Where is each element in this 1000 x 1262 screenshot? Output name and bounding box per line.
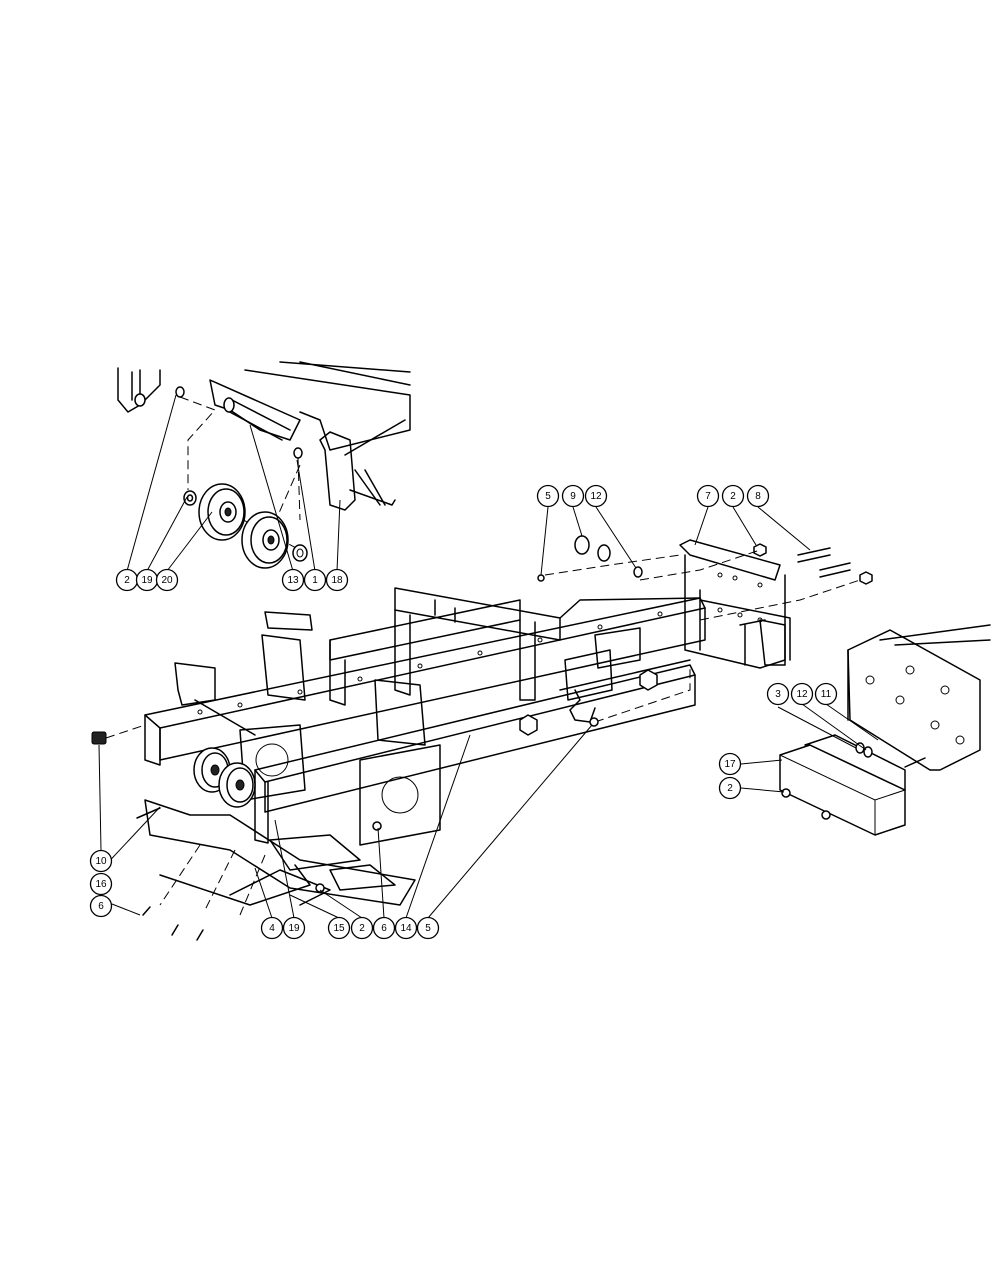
callout-6b: 6 bbox=[372, 916, 396, 940]
callout-2d: 2 bbox=[350, 916, 374, 940]
callout-number: 14 bbox=[400, 923, 412, 934]
callout-19b: 19 bbox=[282, 916, 306, 940]
callout-number: 10 bbox=[95, 856, 107, 867]
callout-number: 8 bbox=[755, 491, 761, 502]
callout-number: 3 bbox=[775, 689, 781, 700]
callout-12a: 12 bbox=[584, 484, 608, 508]
callout-circle bbox=[325, 568, 349, 592]
callout-number: 17 bbox=[724, 759, 736, 770]
callout-circle bbox=[746, 484, 770, 508]
callout-circle bbox=[561, 484, 585, 508]
callout-number: 5 bbox=[425, 923, 431, 934]
callout-number: 2 bbox=[359, 923, 365, 934]
callout-circle bbox=[584, 484, 608, 508]
callout-circle bbox=[260, 916, 284, 940]
callout-11: 11 bbox=[814, 682, 838, 706]
callout-12b: 12 bbox=[790, 682, 814, 706]
callout-number: 6 bbox=[381, 923, 387, 934]
callout-circle bbox=[281, 568, 305, 592]
callout-circle bbox=[89, 894, 113, 918]
callout-2b: 2 bbox=[115, 568, 139, 592]
callout-9: 9 bbox=[561, 484, 585, 508]
callout-5b: 5 bbox=[416, 916, 440, 940]
callout-number: 15 bbox=[333, 923, 345, 934]
callout-circle bbox=[394, 916, 418, 940]
pulley-detail-view bbox=[117, 361, 411, 569]
callout-1: 1 bbox=[303, 568, 327, 592]
callout-8: 8 bbox=[746, 484, 770, 508]
callout-16: 16 bbox=[89, 872, 113, 896]
callout-number: 19 bbox=[288, 923, 300, 934]
callout-5a: 5 bbox=[536, 484, 560, 508]
callout-4: 4 bbox=[260, 916, 284, 940]
callout-circle bbox=[155, 568, 179, 592]
callout-7: 7 bbox=[696, 484, 720, 508]
callout-number: 5 bbox=[545, 491, 551, 502]
callout-circle bbox=[814, 682, 838, 706]
callout-number: 2 bbox=[124, 575, 130, 586]
main-frame bbox=[144, 587, 706, 846]
callout-number: 19 bbox=[141, 575, 153, 586]
callout-circle bbox=[718, 776, 742, 800]
callout-17: 17 bbox=[718, 752, 742, 776]
callout-15: 15 bbox=[327, 916, 351, 940]
callout-circle bbox=[721, 484, 745, 508]
callout-18: 18 bbox=[325, 568, 349, 592]
callout-number: 16 bbox=[95, 879, 107, 890]
callout-circle bbox=[790, 682, 814, 706]
callout-circle bbox=[350, 916, 374, 940]
callout-circle bbox=[89, 872, 113, 896]
callout-19a: 19 bbox=[135, 568, 159, 592]
callout-circle bbox=[303, 568, 327, 592]
underside-assembly bbox=[91, 724, 416, 941]
rail-holes bbox=[197, 611, 663, 715]
callout-number: 13 bbox=[287, 575, 299, 586]
callout-number: 20 bbox=[161, 575, 173, 586]
callouts: 5 9 12 7 2 8 2 19 20 13 1 18 3 12 11 17 2 10 16 6 4 19 15 2 6 14 5 bbox=[89, 484, 838, 940]
callout-13: 13 bbox=[281, 568, 305, 592]
callout-number: 7 bbox=[705, 491, 711, 502]
callout-number: 18 bbox=[331, 575, 343, 586]
callout-number: 6 bbox=[98, 901, 104, 912]
callout-number: 12 bbox=[796, 689, 808, 700]
callout-number: 2 bbox=[727, 783, 733, 794]
callout-3: 3 bbox=[766, 682, 790, 706]
counterweight-assembly bbox=[779, 624, 991, 836]
callout-2a: 2 bbox=[721, 484, 745, 508]
callout-circle bbox=[696, 484, 720, 508]
callout-circle bbox=[372, 916, 396, 940]
callout-circle bbox=[416, 916, 440, 940]
callout-number: 11 bbox=[821, 689, 832, 700]
callout-number: 4 bbox=[269, 923, 275, 934]
callout-number: 12 bbox=[590, 491, 602, 502]
callout-6a: 6 bbox=[89, 894, 113, 918]
callout-number: 1 bbox=[312, 575, 318, 586]
callout-number: 9 bbox=[570, 491, 576, 502]
callout-2c: 2 bbox=[718, 776, 742, 800]
callout-circle bbox=[718, 752, 742, 776]
callout-circle bbox=[89, 849, 113, 873]
callout-circle bbox=[536, 484, 560, 508]
callout-circle bbox=[327, 916, 351, 940]
callout-14: 14 bbox=[394, 916, 418, 940]
callout-number: 2 bbox=[730, 491, 736, 502]
callout-10: 10 bbox=[89, 849, 113, 873]
leader-lines bbox=[98, 394, 879, 919]
callout-circle bbox=[282, 916, 306, 940]
callout-20: 20 bbox=[155, 568, 179, 592]
callout-circle bbox=[766, 682, 790, 706]
